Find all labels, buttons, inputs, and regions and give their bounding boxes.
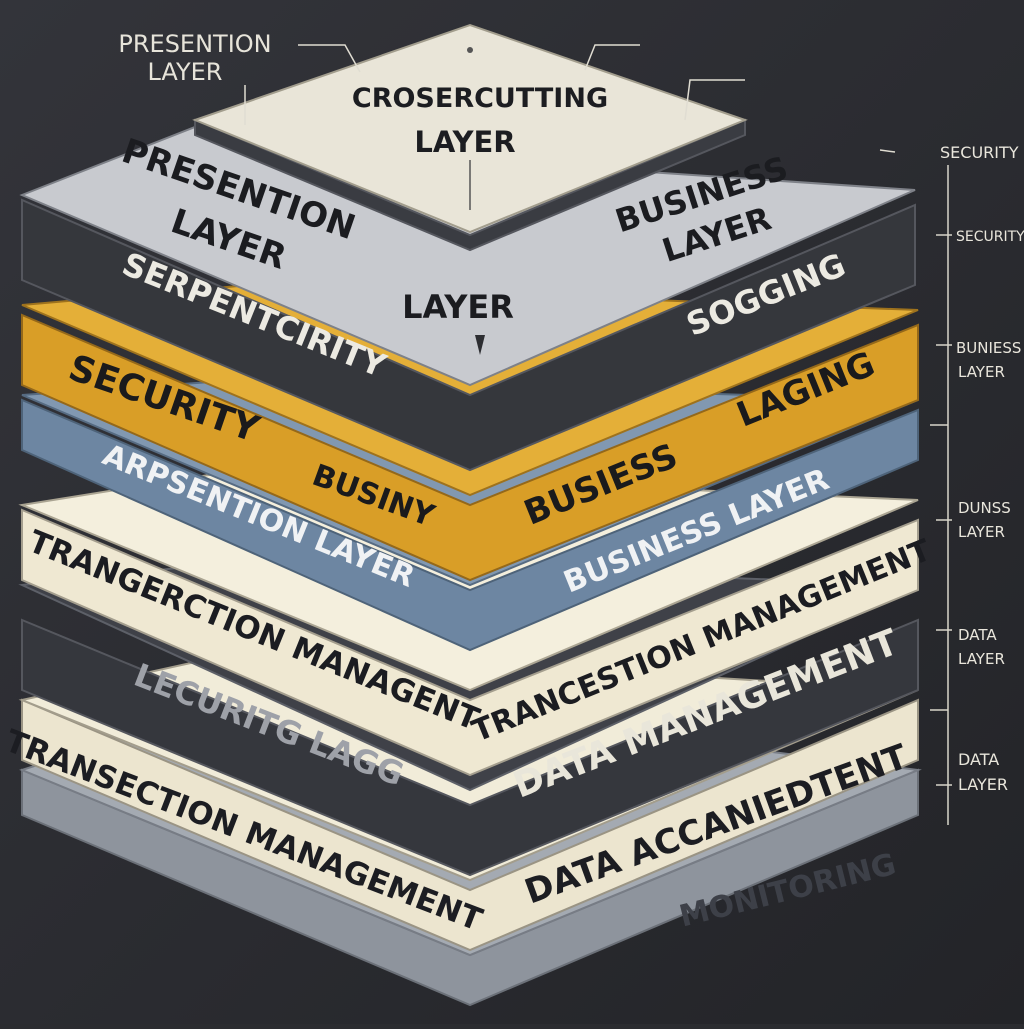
- tier-4-side: [21, 398, 919, 652]
- top-callout-line1: PRESENTION: [118, 30, 271, 58]
- tier-3-side: [21, 313, 919, 582]
- tier-2-top: [19, 123, 916, 387]
- top-callout-line2: LAYER: [148, 58, 223, 86]
- tier-1-label-layer: LAYER: [414, 125, 515, 159]
- side-label-5-line1: DATA: [958, 626, 997, 644]
- tier-2-label-layer-center: LAYER: [402, 288, 514, 326]
- tier-7-side: [21, 698, 919, 952]
- top-callout-leader-3: [584, 44, 640, 71]
- tier-1-side: [194, 118, 746, 252]
- layer-tier-2: PRESENTION LAYER BUSINESS LAYER LAYER SE…: [19, 123, 916, 472]
- top-plate-pin-dot: [467, 47, 473, 53]
- top-callout-leader-4: [684, 79, 745, 121]
- top-callout-leader-5: [879, 149, 896, 153]
- side-label-6-line1: DATA: [958, 750, 999, 769]
- side-label-2: SECURITY: [956, 229, 1024, 245]
- side-annotations: SECURITY SECURITY BUNIESS LAYER DUNSS LA…: [930, 143, 1024, 825]
- pin-marker: [475, 335, 485, 355]
- side-label-4-line1: DUNSS: [958, 499, 1011, 517]
- side-label-3-line1: BUNIESS: [956, 339, 1021, 357]
- tier-5-side: [21, 508, 919, 777]
- tier-2-side: [21, 198, 916, 472]
- tier-1-top: [192, 23, 748, 234]
- side-label-1: SECURITY: [940, 143, 1019, 162]
- side-label-5-line2: LAYER: [958, 650, 1005, 668]
- top-callout: PRESENTION LAYER: [118, 30, 896, 153]
- side-label-4-line2: LAYER: [958, 523, 1005, 541]
- top-callout-leader-1: [298, 44, 361, 73]
- tier-6-side: [21, 618, 919, 877]
- tier-1-label-crosercutting: CROSERCUTTING: [352, 83, 608, 114]
- side-label-6-line2: LAYER: [958, 775, 1008, 794]
- side-label-3-line2: LAYER: [958, 363, 1005, 381]
- layer-tier-1: CROSERCUTTING LAYER: [192, 23, 748, 252]
